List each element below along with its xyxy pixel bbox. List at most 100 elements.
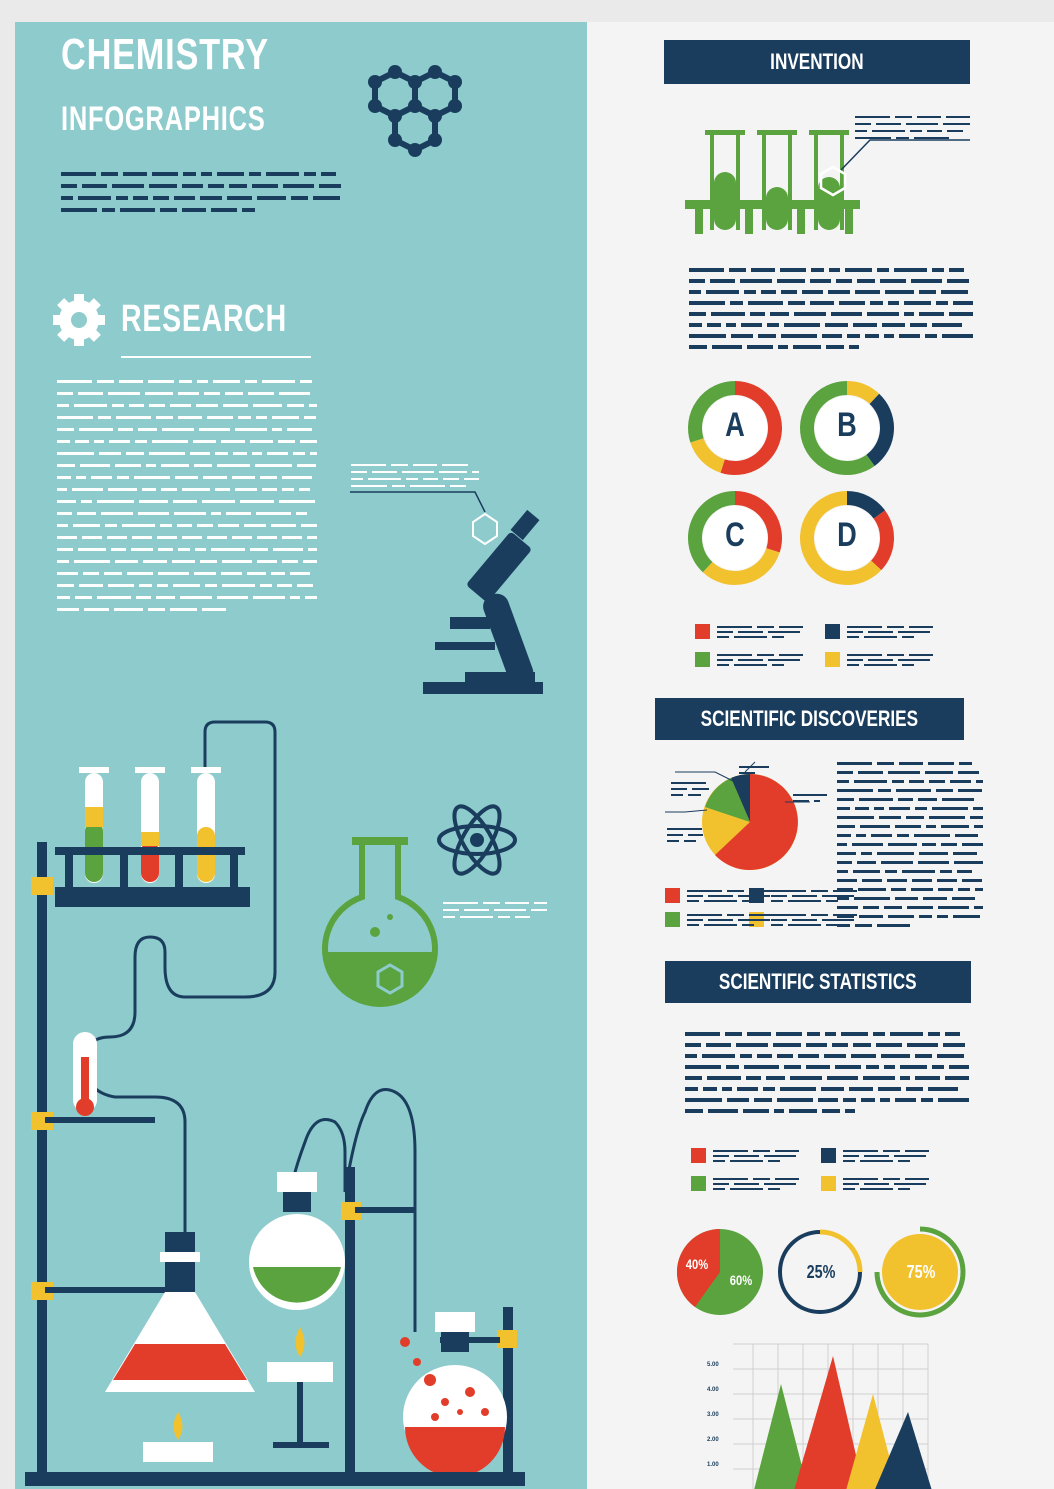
placeholder-dash [826, 900, 838, 902]
placeholder-dash [272, 416, 299, 419]
placeholder-dash [195, 548, 206, 551]
page-title-line1: CHEMISTRY [61, 30, 269, 79]
placeholder-dash [898, 631, 930, 633]
placeholder-dash [950, 780, 971, 783]
placeholder-dash [200, 196, 222, 200]
placeholder-dash [351, 471, 367, 473]
ring-label-b: B [837, 406, 857, 444]
placeholder-dash [182, 208, 206, 212]
placeholder-dash [932, 807, 968, 810]
candle-icon [143, 1412, 213, 1462]
placeholder-dash [704, 924, 737, 926]
gear-icon [53, 294, 105, 346]
placeholder-dash [256, 512, 291, 515]
placeholder-dash [296, 512, 307, 515]
placeholder-dash [139, 584, 152, 587]
placeholder-dash [282, 476, 312, 479]
placeholder-dash [898, 1160, 910, 1162]
placeholder-dash [849, 1087, 873, 1091]
placeholder-dash [905, 1178, 929, 1180]
placeholder-dash [818, 1098, 838, 1102]
invention-header-text: INVENTION [770, 49, 864, 74]
placeholder-dash [894, 1155, 926, 1157]
legend-swatch [695, 652, 710, 667]
placeholder-dash [868, 659, 893, 661]
placeholder-dash [283, 184, 314, 188]
placeholder-dash [750, 312, 765, 316]
placeholder-dash [839, 301, 865, 305]
placeholder-dash [855, 290, 880, 294]
placeholder-dash [821, 1087, 844, 1091]
placeholder-dash [104, 572, 122, 575]
placeholder-dash [226, 512, 251, 515]
placeholder-dash [222, 584, 255, 587]
placeholder-dash [909, 654, 933, 656]
placeholder-dash [282, 488, 294, 491]
infographic-page: CHEMISTRY INFOGRAPHICS [15, 22, 1054, 1489]
placeholder-dash [764, 1183, 796, 1185]
flask-icon [322, 837, 438, 1007]
placeholder-dash [790, 1076, 822, 1080]
placeholder-dash [895, 825, 921, 828]
legend-swatch [691, 1176, 706, 1191]
stat-circle-25 [778, 1229, 863, 1314]
placeholder-dash [870, 301, 883, 305]
placeholder-dash [835, 1065, 861, 1069]
placeholder-dash [183, 172, 196, 176]
placeholder-dash [182, 536, 202, 539]
placeholder-dash [207, 416, 233, 419]
placeholder-dash [744, 290, 756, 294]
placeholder-dash [945, 1076, 969, 1080]
placeholder-dash [290, 572, 310, 575]
placeholder-dash [953, 301, 973, 305]
placeholder-dash [907, 906, 933, 909]
placeholder-dash [79, 428, 113, 431]
placeholder-dash [208, 184, 224, 188]
placeholder-dash [685, 1087, 698, 1091]
placeholder-dash [105, 524, 117, 527]
placeholder-dash [127, 572, 153, 575]
placeholder-dash [202, 500, 235, 503]
placeholder-dash [707, 323, 721, 327]
placeholder-dash [57, 404, 69, 407]
placeholder-dash [442, 464, 468, 466]
placeholder-dash [685, 1065, 721, 1069]
placeholder-dash [297, 584, 313, 587]
placeholder-dash [959, 762, 972, 765]
placeholder-dash [57, 380, 92, 383]
placeholder-dash [671, 788, 687, 790]
placeholder-dash [57, 596, 70, 599]
placeholder-dash [108, 392, 140, 395]
placeholder-dash [74, 560, 110, 563]
placeholder-dash [494, 909, 526, 911]
placeholder-dash [313, 196, 340, 200]
placeholder-dash [909, 780, 924, 783]
placeholder-dash [877, 762, 894, 765]
placeholder-dash [687, 890, 722, 892]
placeholder-dash [878, 1087, 901, 1091]
placeholder-dash [826, 345, 844, 349]
placeholder-dash [906, 123, 938, 125]
placeholder-dash [768, 1160, 780, 1162]
placeholder-dash [726, 1065, 739, 1069]
placeholder-dash [945, 1032, 960, 1036]
placeholder-dash [837, 879, 857, 882]
placeholder-dash [777, 279, 805, 283]
placeholder-dash [109, 440, 130, 443]
placeholder-dash [713, 1155, 729, 1157]
placeholder-dash [115, 560, 138, 563]
placeholder-dash [685, 1109, 703, 1113]
placeholder-dash [837, 888, 853, 891]
placeholder-dash [170, 404, 191, 407]
placeholder-dash [877, 924, 910, 927]
placeholder-dash [689, 301, 725, 305]
placeholder-dash [873, 1032, 885, 1036]
placeholder-dash [822, 1109, 840, 1113]
placeholder-dash [178, 392, 199, 395]
placeholder-dash [204, 392, 220, 395]
placeholder-dash [853, 870, 880, 873]
placeholder-dash [145, 392, 173, 395]
placeholder-dash [229, 184, 247, 188]
placeholder-dash [158, 572, 189, 575]
placeholder-dash [57, 584, 74, 587]
